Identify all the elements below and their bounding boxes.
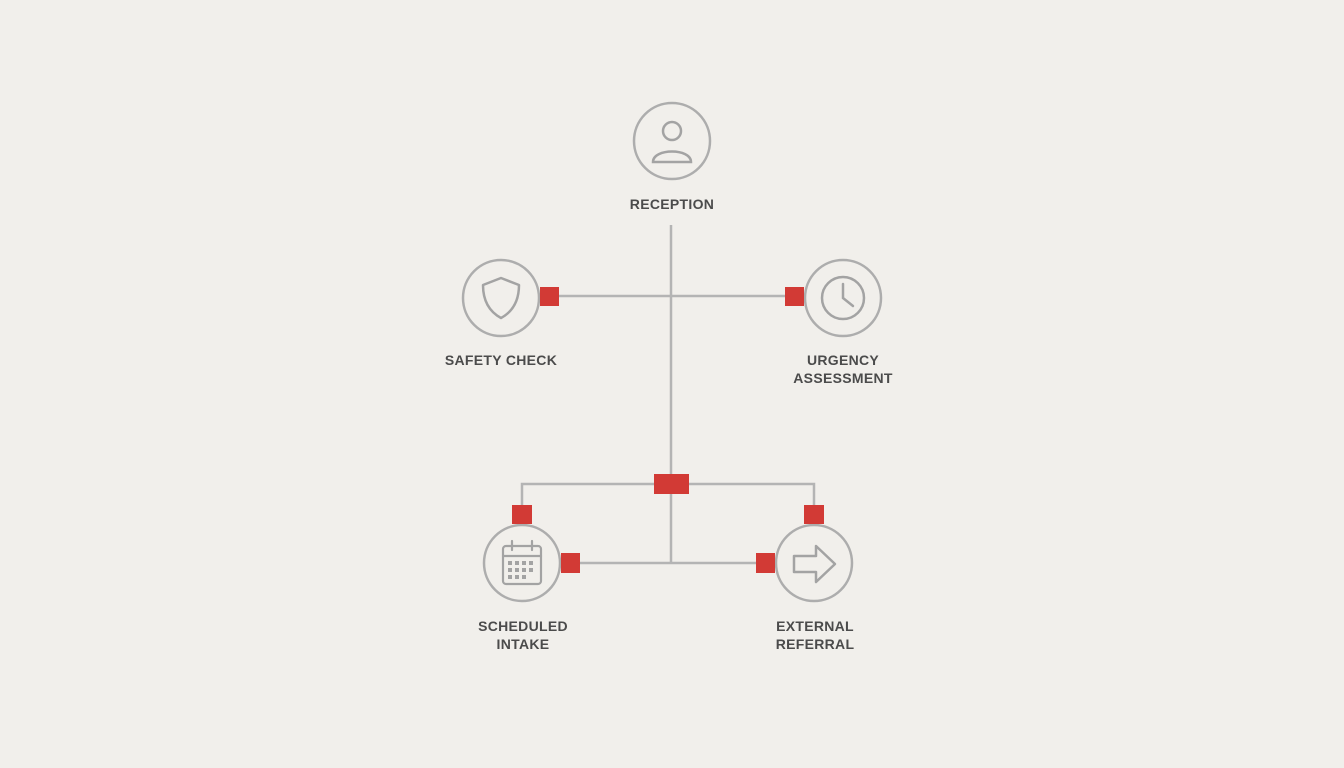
referral-top-connector [804,505,824,524]
calendar-icon [501,539,543,586]
person-icon [651,120,693,164]
shield-icon [481,276,521,320]
intake-top-connector [512,505,532,524]
safety-check-label: SAFETY CHECK [444,352,558,368]
scheduled-intake-label: SCHEDULED INTAKE [478,618,568,652]
reception-label: RECEPTION [629,196,715,212]
connector-lines [520,225,816,565]
safety-connector [540,287,559,306]
external-referral-node [774,523,854,603]
split-connector [654,474,689,494]
arrow-right-icon [792,544,837,584]
clock-icon [820,275,866,321]
referral-side-connector [756,553,775,573]
urgency-assessment-label: URGENCY ASSESSMENT [793,352,893,386]
external-referral-label: EXTERNAL REFERRAL [775,618,855,652]
safety-check-node [461,258,541,338]
connector-blocks [512,287,824,573]
urgency-connector [785,287,804,306]
intake-side-connector [561,553,580,573]
